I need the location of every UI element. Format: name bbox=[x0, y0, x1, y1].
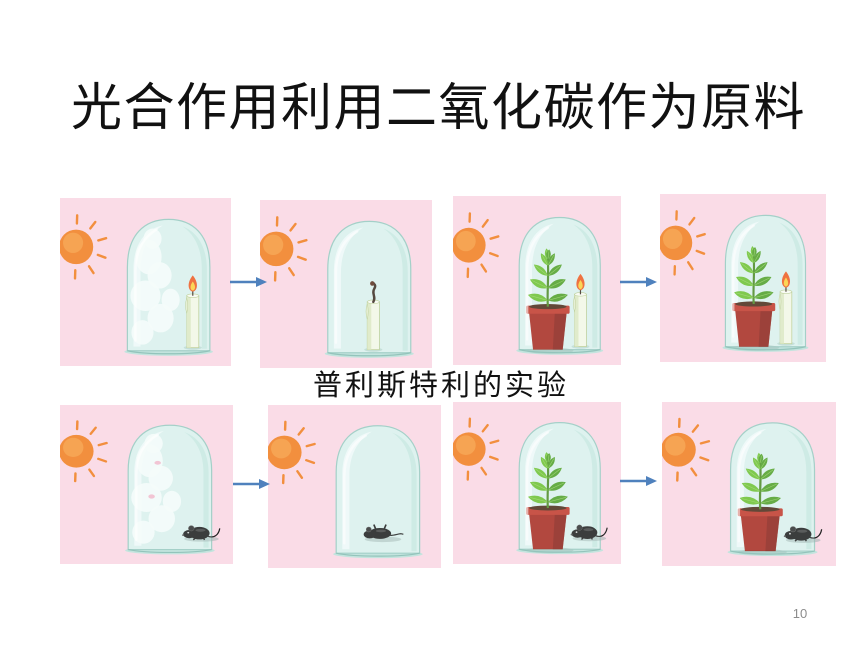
flame-icon bbox=[576, 273, 585, 291]
leaf bbox=[547, 279, 566, 289]
leaf bbox=[745, 468, 761, 480]
candle-lit-icon bbox=[777, 271, 795, 346]
slide-title: 光合作用利用二氧化碳作为原料 bbox=[70, 79, 806, 138]
arrow-right-icon bbox=[620, 476, 657, 486]
sun-icon bbox=[268, 420, 316, 485]
page-number: 10 bbox=[792, 606, 808, 621]
leaf bbox=[753, 457, 761, 470]
leaf bbox=[753, 291, 774, 300]
leaf bbox=[527, 293, 548, 302]
smoke-icon bbox=[130, 228, 180, 345]
leaf bbox=[746, 250, 754, 264]
panel-candle-extinguished bbox=[260, 200, 432, 368]
leaf bbox=[547, 467, 562, 479]
panel-mouse-dead bbox=[268, 405, 441, 568]
potted-plant-icon bbox=[526, 248, 574, 354]
potted-plant-icon bbox=[737, 452, 787, 556]
panel-illustration bbox=[268, 405, 441, 568]
panel-illustration bbox=[662, 402, 836, 566]
leaf bbox=[760, 457, 768, 470]
panel-illustration bbox=[453, 402, 621, 564]
leaf bbox=[758, 453, 764, 464]
mouse-alive-icon bbox=[182, 525, 221, 542]
sun-icon bbox=[60, 420, 108, 483]
leaf bbox=[760, 496, 782, 505]
bell-jar-glass bbox=[724, 214, 807, 351]
leaf bbox=[760, 468, 775, 480]
leaf bbox=[533, 264, 548, 276]
sun-icon bbox=[660, 210, 706, 276]
leaf bbox=[753, 250, 761, 264]
candle-out-icon bbox=[364, 281, 383, 352]
leaf bbox=[547, 264, 562, 276]
leaf bbox=[547, 253, 555, 266]
bell-jar-icon bbox=[324, 220, 414, 358]
leaf bbox=[739, 496, 761, 505]
smoke-icon bbox=[131, 433, 182, 544]
leaf bbox=[547, 456, 555, 469]
bell-jar-glass bbox=[518, 422, 601, 553]
leaf bbox=[540, 456, 548, 469]
leaf bbox=[736, 276, 754, 286]
mouse-alive-icon bbox=[570, 524, 608, 542]
panel-plant-and-mouse bbox=[453, 402, 621, 564]
sun-icon bbox=[260, 216, 308, 282]
bell-jar-glass bbox=[327, 220, 412, 357]
leaf bbox=[540, 253, 548, 266]
mouse-dead-icon bbox=[363, 524, 404, 543]
flame-icon bbox=[781, 271, 791, 288]
panel-illustration bbox=[60, 198, 231, 366]
panel-illustration bbox=[60, 405, 233, 564]
arrow-right-icon bbox=[230, 277, 267, 287]
leaf bbox=[529, 279, 548, 289]
leaf bbox=[733, 291, 754, 300]
leaf bbox=[533, 467, 548, 479]
arrow-right-icon bbox=[620, 277, 657, 287]
panel-illustration bbox=[260, 200, 432, 368]
leaf bbox=[546, 453, 551, 463]
sun-icon bbox=[453, 417, 500, 481]
potted-plant-icon bbox=[732, 246, 780, 351]
bell-jar-icon bbox=[333, 425, 423, 559]
mouse-alive-icon bbox=[783, 526, 823, 543]
leaf bbox=[546, 249, 551, 260]
bell-jar-glass bbox=[518, 216, 601, 354]
panel-illustration bbox=[453, 196, 621, 365]
panel-plant-and-candle bbox=[453, 196, 621, 365]
leaf bbox=[547, 495, 568, 504]
leaf bbox=[547, 293, 568, 302]
leaf bbox=[753, 276, 772, 286]
arrow-right-icon bbox=[233, 479, 270, 489]
leaf bbox=[741, 482, 761, 492]
panel-illustration bbox=[660, 194, 826, 362]
candle-lit-icon bbox=[183, 275, 202, 350]
panel-plant-and-mouse-alive bbox=[662, 402, 836, 566]
leaf bbox=[547, 481, 566, 491]
leaf bbox=[760, 482, 779, 492]
slide-subtitle: 普利斯特利的实验 bbox=[313, 368, 570, 402]
panel-mouse-in-jar bbox=[60, 405, 233, 564]
bell-jar-glass bbox=[127, 424, 213, 554]
leaf bbox=[527, 495, 548, 504]
flame-icon bbox=[188, 275, 197, 292]
panel-candle-in-jar bbox=[60, 198, 231, 366]
leaf bbox=[753, 262, 768, 274]
sun-icon bbox=[662, 417, 711, 482]
sun-icon bbox=[60, 214, 108, 280]
sun-icon bbox=[453, 212, 500, 279]
leaf bbox=[529, 481, 548, 491]
leaf bbox=[739, 262, 754, 274]
panel-plant-and-candle-burning bbox=[660, 194, 826, 362]
bell-jar-glass bbox=[126, 218, 211, 355]
candle-lit-icon bbox=[571, 273, 590, 349]
bell-jar-glass bbox=[730, 422, 816, 555]
bell-jar-glass bbox=[335, 425, 421, 557]
leaf bbox=[752, 247, 757, 258]
